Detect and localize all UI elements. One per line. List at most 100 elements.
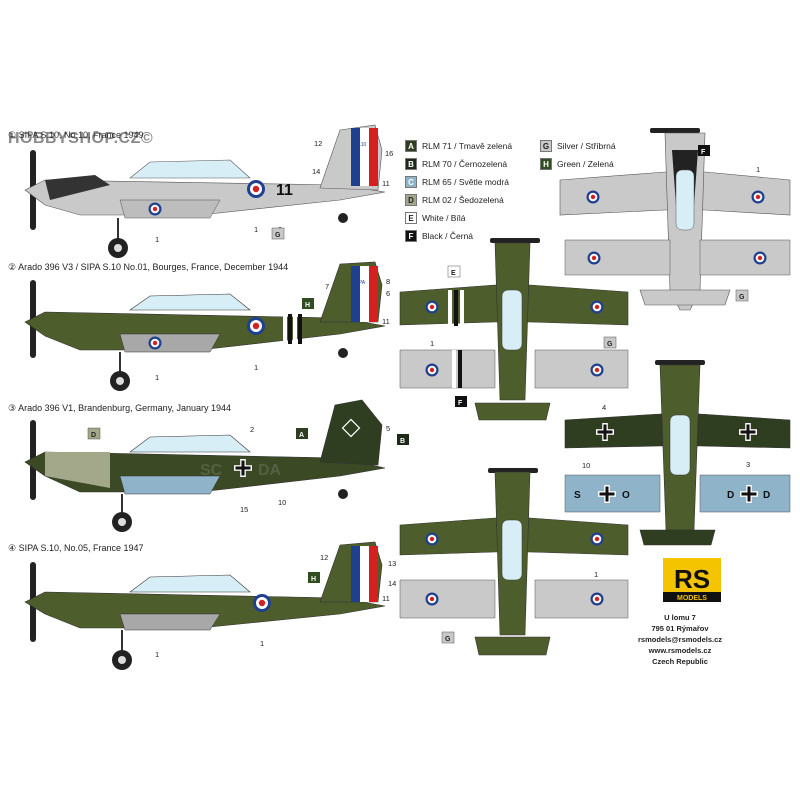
- code-o: O: [622, 490, 630, 501]
- caption-1: ① SIPA S.10, No.10, France 1949: [8, 130, 144, 141]
- callout-16: 16: [385, 149, 393, 158]
- callout-10b: 10: [582, 461, 590, 470]
- legend-label: Green / Zelená: [557, 159, 614, 169]
- swatch-b: B: [405, 158, 417, 170]
- callout-14b: 14: [388, 579, 396, 588]
- callout-10: 10: [278, 498, 286, 507]
- callout-11b: 11: [382, 317, 390, 326]
- callout-5: 5: [386, 424, 390, 433]
- tag-f2: F: [458, 400, 463, 407]
- callout-1f: 1: [260, 639, 264, 648]
- caption-number: ①: [8, 130, 17, 140]
- swatch-g: G: [540, 140, 552, 152]
- callout-11c: 11: [382, 594, 390, 603]
- swatch-a: A: [405, 140, 417, 152]
- tag-g2: G: [739, 294, 745, 301]
- callout-11: 11: [382, 179, 390, 188]
- caption-text: Arado 396 V3 / SIPA S.10 No.01, Bourges,…: [18, 262, 289, 272]
- legend-item-a: A RLM 71 / Tmavě zelená: [405, 140, 512, 152]
- aircraft-4-side-view: [24, 541, 386, 670]
- caption-text: Arado 396 V1, Brandenburg, Germany, Janu…: [18, 403, 232, 413]
- callout-3: 3: [746, 460, 750, 469]
- tag-g: G: [275, 232, 281, 239]
- callout-1i: 1: [594, 570, 598, 579]
- callout-1c: 1: [155, 373, 159, 382]
- address-line: U lomu 7: [664, 613, 696, 622]
- tag-e: E: [451, 270, 456, 277]
- caption-2: ② Arado 396 V3 / SIPA S.10 No.01, Bourge…: [8, 262, 288, 273]
- code-11: 11: [276, 182, 293, 199]
- code-sc: SC: [200, 462, 223, 479]
- callout-1h: 1: [430, 339, 434, 348]
- code-s: S: [574, 490, 581, 501]
- code-d-left: D: [727, 490, 734, 501]
- callout-8: 8: [386, 277, 390, 286]
- address-line: Czech Republic: [652, 657, 708, 666]
- callout-1d: 1: [254, 363, 258, 372]
- address-line: 795 01 Rýmařov: [651, 624, 709, 633]
- legend-item-d: D RLM 02 / Šedozelená: [405, 194, 504, 206]
- address-block: U lomu 7 795 01 Rýmařov rsmodels@rsmodel…: [620, 612, 740, 667]
- callout-1b: 1: [254, 225, 258, 234]
- callout-12: 12: [314, 139, 322, 148]
- swatch-e: E: [405, 212, 417, 224]
- callout-12b: 12: [320, 553, 328, 562]
- legend-item-b: B RLM 70 / Černozelená: [405, 158, 507, 170]
- rs-models-logo: RS MODELS: [663, 558, 721, 602]
- legend-label: RLM 65 / Světle modrá: [422, 177, 509, 187]
- caption-4: ④ SIPA S.10, No.05, France 1947: [8, 543, 144, 554]
- fin-marking: SIPA: [354, 280, 366, 286]
- tag-h: H: [305, 302, 310, 309]
- legend-label: RLM 70 / Černozelená: [422, 159, 508, 169]
- swatch-h: H: [540, 158, 552, 170]
- callout-6: 6: [386, 289, 390, 298]
- caption-number: ②: [8, 262, 17, 272]
- aircraft-2-side-view: SIPA: [24, 261, 386, 391]
- caption-3: ③ Arado 396 V1, Brandenburg, Germany, Ja…: [8, 403, 231, 414]
- callouts: 1 1 9 12 16 14 11 7 8 6 11 1 1 2 5 15 10…: [155, 139, 760, 659]
- swatch-d: D: [405, 194, 417, 206]
- tag-h2: H: [311, 576, 316, 583]
- legend-label: RLM 71 / Tmavě zelená: [422, 141, 513, 151]
- callout-4: 4: [602, 403, 606, 412]
- color-tags: G H D A B H F G E F G G: [87, 145, 749, 644]
- aircraft-4-top-view: [399, 468, 629, 656]
- code-da: DA: [258, 462, 282, 479]
- callout-13: 13: [388, 559, 396, 568]
- tag-f: F: [701, 149, 706, 156]
- logo-rs: RS: [674, 564, 710, 594]
- callout-2: 2: [250, 425, 254, 434]
- callout-1: 1: [155, 235, 159, 244]
- legend-label: RLM 02 / Šedozelená: [422, 195, 504, 205]
- legend-item-h: H Green / Zelená: [540, 158, 614, 170]
- aircraft-3-side-view: SC DA: [24, 399, 386, 532]
- caption-number: ④: [8, 543, 17, 553]
- legend-label: Black / Černá: [422, 231, 474, 241]
- callout-15: 15: [240, 505, 248, 514]
- email-link[interactable]: rsmodels@rsmodels.cz: [637, 635, 722, 644]
- website-link[interactable]: www.rsmodels.cz: [648, 646, 712, 655]
- watermark: HOBBYSHOP.CZ©: [8, 130, 154, 147]
- tag-d: D: [91, 432, 96, 439]
- aircraft-1-top-view: [559, 128, 791, 311]
- fin-marking: S.10: [356, 142, 367, 148]
- legend-item-c: C RLM 65 / Světle modrá: [405, 176, 509, 188]
- legend-item-g: G Silver / Stříbrná: [540, 140, 616, 152]
- tag-g4: G: [445, 636, 451, 643]
- code-d-right: D: [763, 490, 770, 501]
- aircraft-3-top-view: S O D D: [564, 360, 791, 546]
- legend-item-e: E White / Bílá: [405, 212, 465, 224]
- callout-1g: 1: [756, 165, 760, 174]
- tag-g3: G: [607, 341, 613, 348]
- swatch-c: C: [405, 176, 417, 188]
- legend-label: White / Bílá: [422, 213, 466, 223]
- callout-1e: 1: [155, 650, 159, 659]
- legend-label: Silver / Stříbrná: [557, 141, 616, 151]
- caption-text: SIPA S.10, No.10, France 1949: [18, 130, 144, 140]
- callout-14: 14: [312, 167, 320, 176]
- logo-models: MODELS: [677, 595, 707, 602]
- caption-text: SIPA S.10, No.05, France 1947: [18, 543, 144, 553]
- tag-a: A: [299, 432, 304, 439]
